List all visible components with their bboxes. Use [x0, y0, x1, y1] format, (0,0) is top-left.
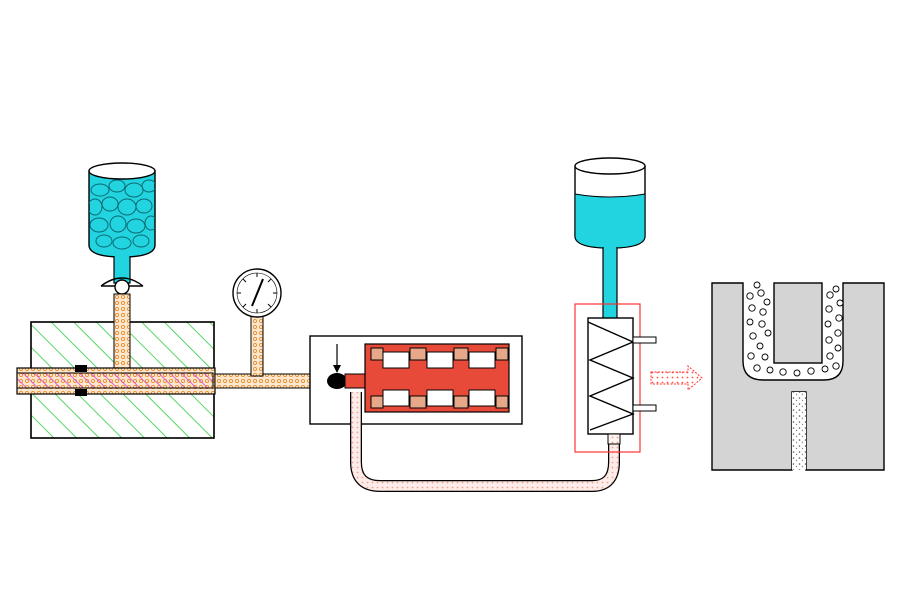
pressure-gauge	[232, 268, 282, 318]
particle-cells	[89, 179, 155, 250]
outlet-pipe	[214, 313, 333, 389]
feed-pipe	[113, 293, 131, 371]
flow-arrow	[650, 364, 703, 392]
mold-cross-section	[711, 281, 885, 471]
check-valve	[100, 277, 144, 295]
particle-hopper	[88, 162, 156, 284]
injection-nozzle	[327, 344, 347, 389]
return-hose	[350, 392, 620, 492]
plunger-channel	[16, 365, 216, 396]
liquid-reservoir	[574, 157, 646, 323]
mold-particles	[746, 281, 844, 377]
manifold-block	[344, 343, 510, 413]
screw-mixer	[574, 303, 657, 453]
